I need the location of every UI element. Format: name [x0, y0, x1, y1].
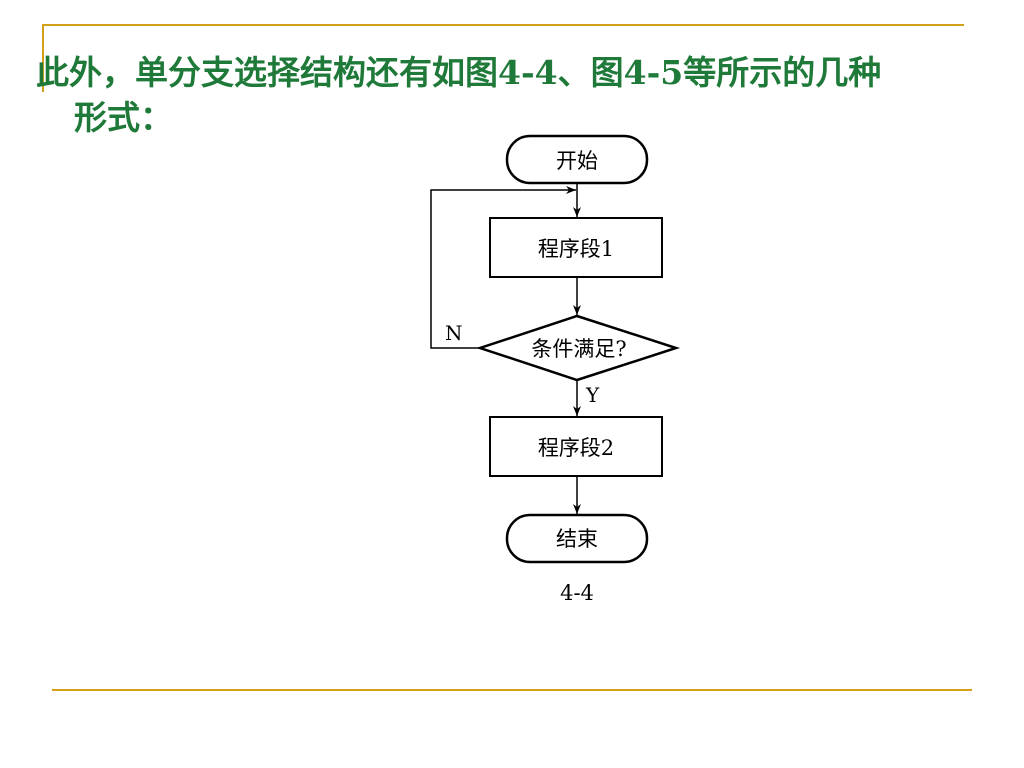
figure-caption: 4-4 [560, 581, 594, 605]
decision-label: 条件满足? [531, 337, 626, 361]
end-label: 结束 [556, 527, 598, 551]
top-rule [42, 24, 964, 26]
end-terminal [505, 513, 649, 564]
start-label: 开始 [556, 149, 598, 173]
left-rule [42, 24, 44, 92]
slide-text-line2: 形式： [74, 98, 173, 137]
slide-text: 此外，单分支选择结构还有如图4-4、图4-5等所示的几种 形式： [36, 50, 986, 140]
yes-label: Y [585, 383, 600, 407]
loop-back-line [430, 186, 576, 349]
bottom-rule [52, 689, 972, 691]
process-box-2 [489, 416, 663, 477]
no-label: N [445, 321, 463, 345]
step2-label: 程序段2 [538, 436, 614, 460]
slide-text-line1: 此外，单分支选择结构还有如图4-4、图4-5等所示的几种 [36, 53, 882, 92]
process-box-1 [489, 217, 663, 278]
step1-label: 程序段1 [538, 237, 614, 261]
